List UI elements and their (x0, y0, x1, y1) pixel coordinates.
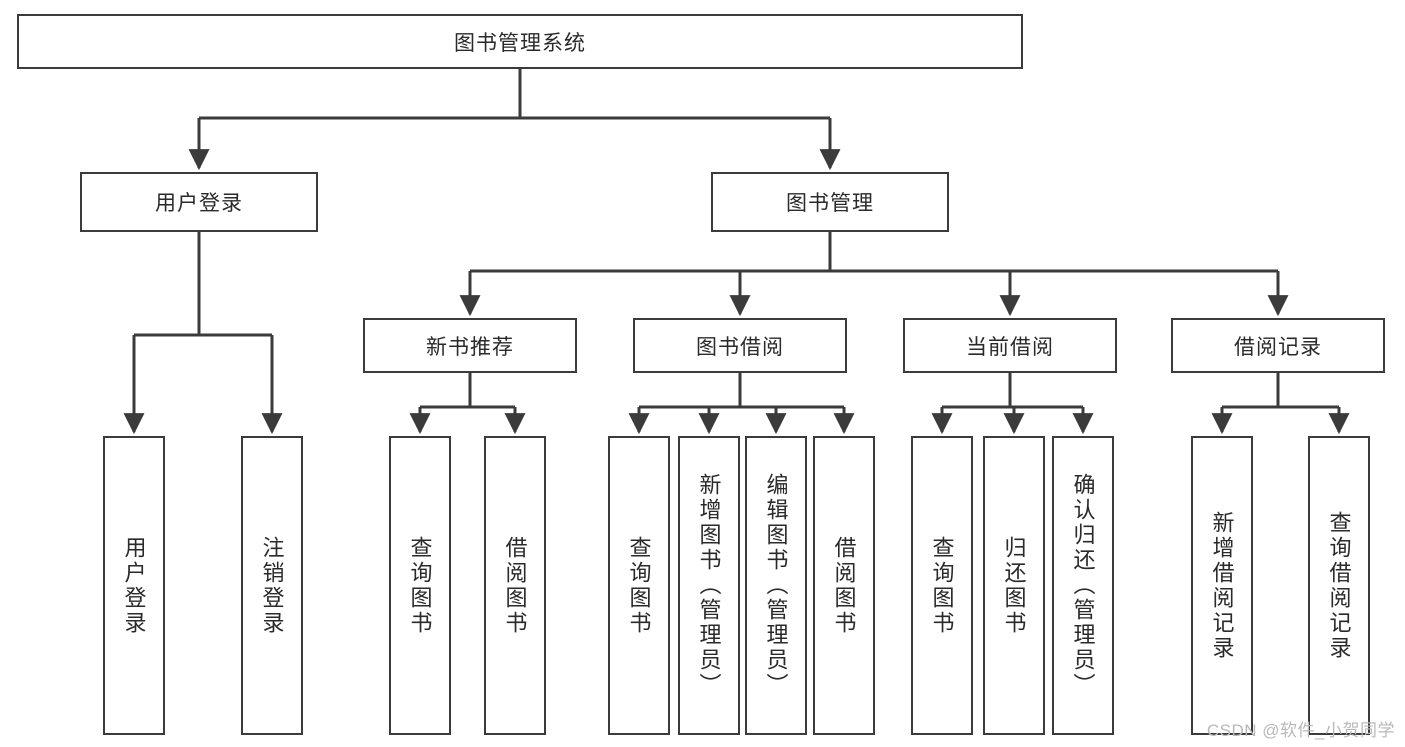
node-label: 编辑图书（管理员） (763, 473, 789, 698)
node-label: 图书管理 (786, 192, 874, 215)
node-current-borrow[interactable]: 当前借阅 (903, 318, 1117, 373)
node-leaf-borrow-book-2[interactable]: 借阅图书 (813, 436, 875, 735)
node-label: 当前借阅 (966, 335, 1054, 359)
node-leaf-add-book[interactable]: 新增图书（管理员） (678, 436, 740, 735)
node-root[interactable]: 图书管理系统 (17, 14, 1023, 69)
node-label: 新增图书（管理员） (696, 473, 722, 698)
node-label: 查询图书 (407, 535, 433, 636)
node-label: 注销登录 (259, 535, 285, 636)
node-leaf-confirm-return[interactable]: 确认归还（管理员） (1052, 436, 1114, 735)
node-book-borrow[interactable]: 图书借阅 (633, 318, 847, 373)
node-leaf-add-record[interactable]: 新增借阅记录 (1191, 436, 1253, 735)
node-label: 图书管理系统 (454, 31, 586, 55)
node-leaf-user-login[interactable]: 用户登录 (103, 436, 165, 735)
node-label: 新书推荐 (426, 335, 514, 359)
node-label: 用户登录 (121, 535, 147, 636)
node-user-login[interactable]: 用户登录 (80, 172, 318, 232)
node-new-book-recommend[interactable]: 新书推荐 (363, 318, 577, 373)
node-label: 新增借阅记录 (1209, 510, 1235, 661)
node-leaf-query-book-1[interactable]: 查询图书 (389, 436, 451, 735)
node-label: 查询借阅记录 (1326, 510, 1352, 661)
node-leaf-query-record[interactable]: 查询借阅记录 (1308, 436, 1370, 735)
node-borrow-record[interactable]: 借阅记录 (1171, 318, 1385, 373)
node-label: 查询图书 (626, 535, 652, 636)
node-label: 确认归还（管理员） (1070, 473, 1096, 698)
node-label: 借阅记录 (1234, 335, 1322, 359)
node-leaf-return-book[interactable]: 归还图书 (983, 436, 1045, 735)
node-leaf-query-book-2[interactable]: 查询图书 (608, 436, 670, 735)
node-label: 图书借阅 (696, 335, 784, 359)
node-label: 查询图书 (929, 535, 955, 636)
node-leaf-borrow-book-1[interactable]: 借阅图书 (484, 436, 546, 735)
node-label: 借阅图书 (502, 535, 528, 636)
node-leaf-edit-book[interactable]: 编辑图书（管理员） (745, 436, 807, 735)
node-label: 归还图书 (1001, 535, 1027, 636)
node-book-manage[interactable]: 图书管理 (711, 172, 949, 232)
watermark: CSDN @软件_小贺同学 (1206, 721, 1395, 740)
node-label: 用户登录 (155, 192, 243, 215)
node-leaf-user-logout[interactable]: 注销登录 (241, 436, 303, 735)
node-leaf-query-book-3[interactable]: 查询图书 (911, 436, 973, 735)
node-label: 借阅图书 (831, 535, 857, 636)
